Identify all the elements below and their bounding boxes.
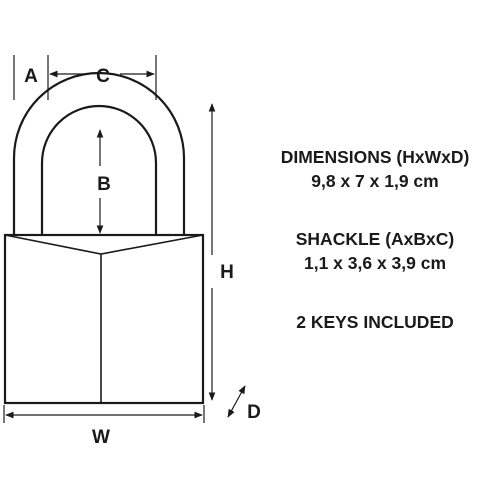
- dim-c-label: C: [96, 66, 110, 87]
- dimensions-spec: DIMENSIONS (HxWxD) 9,8 x 7 x 1,9 cm: [240, 145, 500, 193]
- shackle-spec: SHACKLE (AxBxC) 1,1 x 3,6 x 3,9 cm: [240, 227, 500, 275]
- dim-d-label: D: [247, 402, 261, 423]
- dimensions-title: DIMENSIONS (HxWxD): [280, 147, 470, 167]
- shackle-inner-outline: [40, 104, 158, 235]
- keys-included-text: 2 KEYS INCLUDED: [296, 312, 454, 332]
- dim-d-arrow: [227, 385, 246, 418]
- shackle-title: SHACKLE (AxBxC): [295, 229, 455, 249]
- dimensions-value: 9,8 x 7 x 1,9 cm: [311, 171, 439, 191]
- dim-b-label: B: [97, 174, 111, 195]
- lock-body-bevel: [4, 234, 204, 403]
- keys-spec: 2 KEYS INCLUDED: [240, 310, 500, 334]
- shackle-outline: [12, 71, 186, 235]
- dim-h-label: H: [220, 262, 234, 283]
- dim-a-label: A: [24, 66, 38, 87]
- shackle-value: 1,1 x 3,6 x 3,9 cm: [303, 253, 447, 273]
- lock-body: [3, 233, 205, 405]
- dim-w-label: W: [92, 427, 110, 448]
